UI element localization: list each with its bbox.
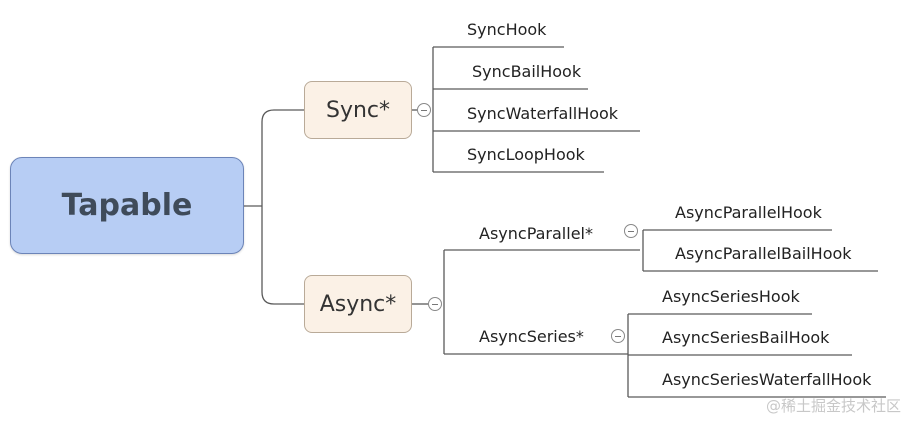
async-parallel-hook-label: AsyncParallelBailHook [675, 244, 852, 263]
sync-node[interactable]: Sync* [304, 81, 412, 139]
root-node[interactable]: Tapable [10, 157, 244, 254]
async-series-collapse-icon[interactable] [611, 329, 625, 343]
async-parallel-node[interactable]: AsyncParallel* [479, 224, 593, 243]
async-collapse-icon[interactable] [428, 297, 442, 311]
async-parallel-hook-label: AsyncParallelHook [675, 203, 822, 222]
connector-root-sync [261, 109, 304, 206]
async-parallel-collapse-icon[interactable] [624, 224, 638, 238]
async-series-hook-label: AsyncSeriesWaterfallHook [662, 370, 872, 389]
sync-hook-label: SyncBailHook [472, 62, 582, 81]
async-node[interactable]: Async* [304, 275, 412, 333]
connector-root-async [261, 206, 304, 305]
sync-hook-label: SyncWaterfallHook [467, 104, 619, 123]
async-series-hook-label: AsyncSeriesHook [662, 287, 800, 306]
sync-hook-label: SyncLoopHook [467, 145, 585, 164]
watermark-text: @稀土掘金技术社区 [765, 397, 901, 415]
sync-collapse-icon[interactable] [417, 103, 431, 117]
async-series-node[interactable]: AsyncSeries* [479, 327, 584, 346]
async-series-hook-label: AsyncSeriesBailHook [662, 328, 830, 347]
sync-hook-label: SyncHook [467, 20, 547, 39]
